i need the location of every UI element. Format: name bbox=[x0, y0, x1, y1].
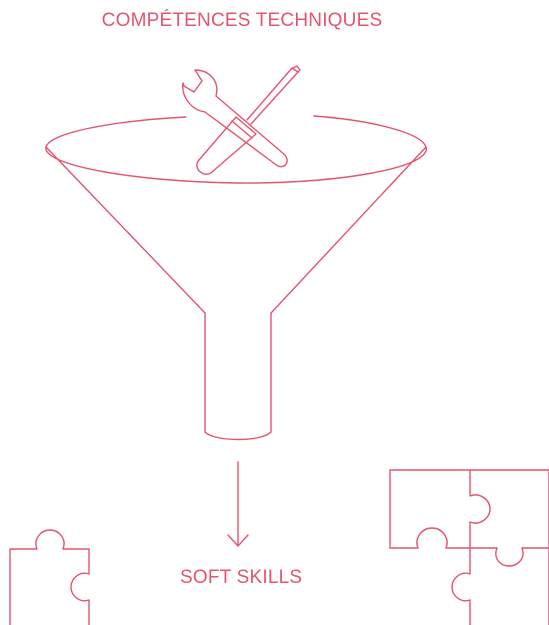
arrow-down-icon bbox=[227, 461, 249, 547]
puzzle-pieces-icon bbox=[389, 469, 549, 625]
puzzle-piece-icon bbox=[9, 529, 90, 625]
soft-skills-label: SOFT SKILLS bbox=[180, 567, 303, 588]
funnel-icon bbox=[45, 115, 427, 441]
technical-skills-label: COMPÉTENCES TECHNIQUES bbox=[101, 10, 383, 31]
wrench-screwdriver-icon bbox=[182, 65, 301, 175]
